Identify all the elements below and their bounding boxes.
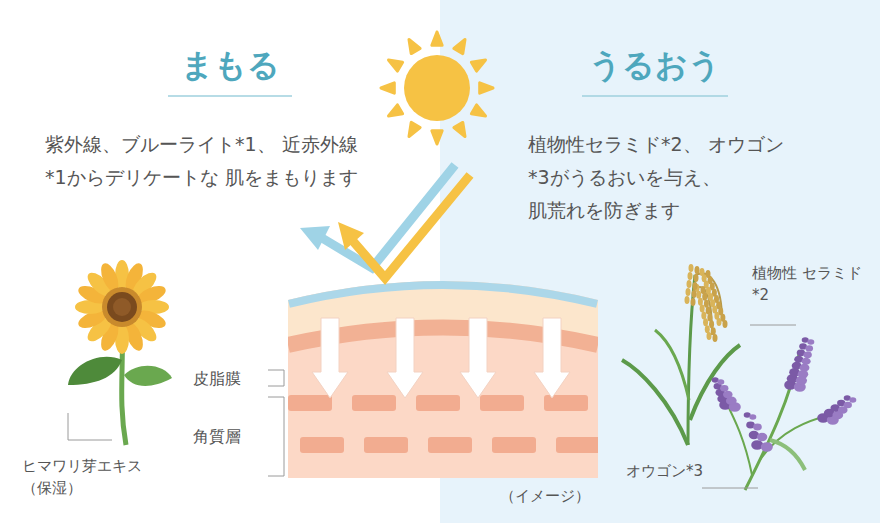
down-arrow: [387, 318, 423, 398]
down-arrow: [534, 318, 570, 398]
bud: [805, 345, 813, 351]
grain: [701, 286, 706, 294]
grain: [695, 266, 700, 274]
bud: [802, 358, 811, 365]
grain: [707, 332, 712, 340]
sun-ray: [454, 122, 465, 136]
skin-section: [288, 260, 600, 480]
sun-ray: [471, 105, 485, 116]
grain: [709, 320, 714, 328]
bud: [757, 433, 767, 441]
bud: [803, 351, 811, 358]
sun-ray: [389, 105, 403, 116]
leader-line: [750, 325, 796, 326]
grain: [686, 288, 691, 296]
bud: [844, 402, 852, 409]
grain: [702, 293, 707, 301]
sun-ray: [432, 131, 442, 144]
grain: [687, 280, 692, 288]
leader-line: [68, 413, 112, 440]
grain: [711, 327, 716, 335]
right-panel: [440, 0, 880, 523]
cell: [428, 437, 472, 453]
bud: [749, 414, 756, 420]
ingredient-label: 植物性 セラミド*2: [752, 262, 862, 306]
grain: [692, 290, 697, 298]
cell: [544, 395, 588, 411]
bud: [723, 391, 733, 399]
grain: [713, 334, 718, 342]
description: 植物性セラミド*2、 オウゴン*3がうるおいを与え、 肌荒れを防ぎます: [528, 128, 868, 227]
bud: [849, 397, 856, 403]
bud: [761, 442, 773, 452]
bud: [807, 339, 814, 345]
image-note: （イメージ）: [500, 486, 620, 506]
cell: [352, 395, 396, 411]
down-arrow: [460, 318, 496, 398]
section-heading: うるおう: [545, 44, 765, 86]
grain: [705, 325, 710, 333]
sunflower: [68, 260, 172, 445]
grain: [703, 318, 708, 326]
grain: [693, 282, 698, 290]
grain: [701, 311, 706, 319]
cell: [300, 437, 344, 453]
layer-brackets: [268, 370, 284, 476]
sun-ray: [409, 40, 420, 54]
bud: [717, 379, 724, 385]
grain: [688, 272, 693, 280]
ingredient-label: ヒマワリ芽エキス （保湿）: [22, 455, 187, 499]
sun-ray: [432, 32, 442, 45]
sun-ray: [381, 83, 394, 93]
grain: [704, 300, 709, 308]
down-arrow: [312, 318, 348, 398]
ingredient-label: オウゴン*3: [626, 461, 736, 481]
grain: [698, 298, 703, 306]
bud: [753, 424, 762, 431]
layer-label: 角質層: [193, 426, 263, 447]
sun-ray: [454, 40, 465, 54]
sun-ray: [389, 60, 403, 71]
cell: [364, 437, 408, 453]
cell: [492, 437, 536, 453]
leader-line: [702, 488, 758, 489]
section-heading: まもる: [130, 44, 330, 86]
cell: [556, 437, 600, 453]
sun: [381, 32, 493, 144]
grain: [723, 320, 728, 328]
description: 紫外線、ブルーライト*1、 近赤外線*1からデリケートな 肌をまもります: [45, 128, 375, 194]
grain: [689, 264, 694, 272]
sun-ray: [480, 83, 493, 93]
penetration-arrows: [312, 318, 570, 398]
bud: [800, 364, 810, 372]
sun-ray: [471, 60, 485, 71]
cell: [480, 395, 524, 411]
grain: [685, 296, 690, 304]
grain: [707, 313, 712, 321]
heading-underline: [582, 95, 728, 97]
cell: [416, 395, 460, 411]
grain: [706, 307, 711, 315]
cell: [288, 395, 332, 411]
rice-plant: [622, 264, 740, 445]
lavender: [712, 337, 857, 490]
layer-label: 皮脂膜: [193, 368, 263, 389]
grain: [717, 318, 722, 326]
grain: [696, 291, 701, 299]
sun-ray: [409, 122, 420, 136]
grain: [694, 274, 699, 282]
grain: [691, 298, 696, 306]
grain: [700, 305, 705, 313]
bud: [720, 385, 728, 392]
heading-underline: [168, 95, 292, 97]
